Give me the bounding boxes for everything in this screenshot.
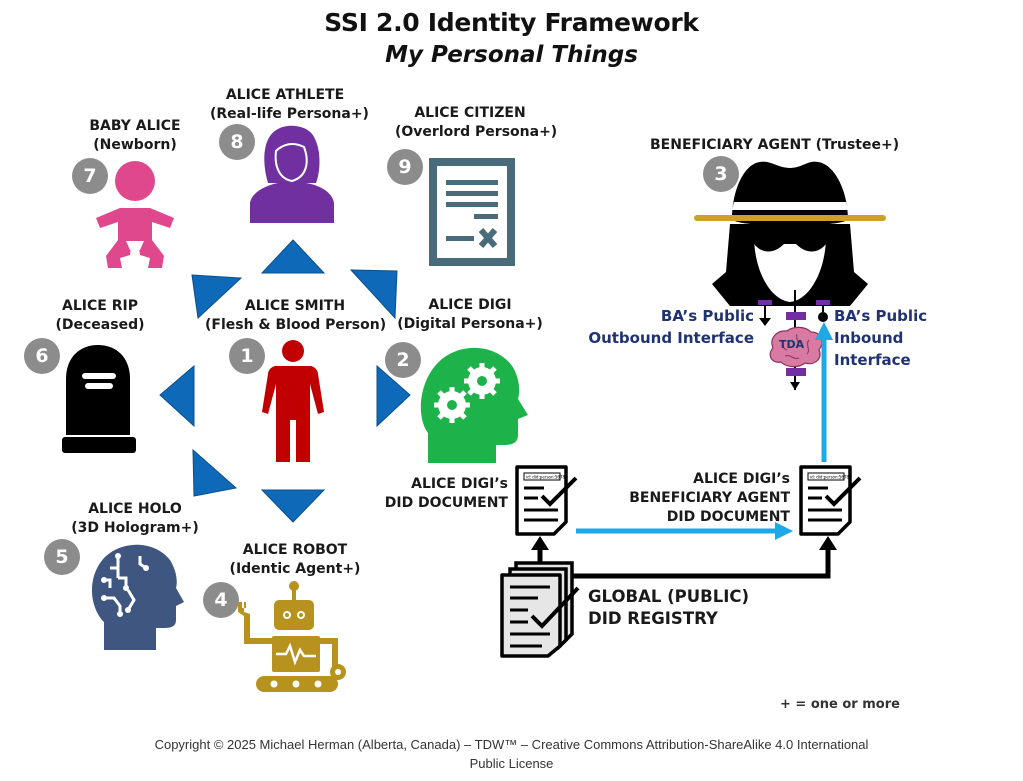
- black-arrowhead-to-digi-doc: [531, 536, 549, 550]
- certificate-icon: [429, 158, 515, 266]
- did-registry-icon[interactable]: [498, 560, 584, 658]
- persona-label-alice-citizen: ALICE CITIZEN (Overlord Persona+): [395, 104, 558, 142]
- outbound-arrow-icon: [759, 318, 771, 326]
- persona-label-baby-alice: BABY ALICE (Newborn): [70, 117, 200, 155]
- copyright-footer: Copyright © 2025 Michael Herman (Alberta…: [0, 735, 1023, 773]
- persona-label-beneficiary-agent: BENEFICIARY AGENT (Trustee+): [650, 137, 900, 153]
- tda-label: TDA: [779, 338, 805, 351]
- persona-badge-6: 6: [24, 338, 60, 374]
- did-registry-label: GLOBAL (PUBLIC) DID REGISTRY: [588, 586, 749, 630]
- diagram-title: SSI 2.0 Identity Framework: [324, 8, 699, 37]
- persona-name: ALICE ROBOT: [242, 542, 348, 558]
- ba-doc-line2: BENEFICIARY AGENT: [629, 490, 790, 506]
- persona-subtitle: (Real-life Persona+): [210, 106, 369, 122]
- persona-subtitle: (Overlord Persona+): [395, 124, 558, 140]
- tombstone-icon: [62, 345, 136, 453]
- persona-badge-2: 2: [385, 342, 421, 378]
- connector-top: [786, 312, 806, 320]
- ba-did-document-label: ALICE DIGI’s BENEFICIARY AGENT DID DOCUM…: [600, 470, 790, 527]
- outbound-line1: BA’s Public: [660, 307, 754, 325]
- baby-icon: [96, 161, 174, 268]
- ba-doc-line1: ALICE DIGI’s: [693, 471, 790, 487]
- persona-label-alice-rip: ALICE RIP (Deceased): [40, 297, 160, 335]
- head-circuit-icon: [91, 544, 184, 650]
- registry-line2: DID REGISTRY: [588, 609, 718, 628]
- copyright-line1: Copyright © 2025 Michael Herman (Alberta…: [154, 737, 869, 752]
- registry-line1: GLOBAL (PUBLIC): [588, 587, 750, 606]
- diagram-subtitle: My Personal Things: [385, 42, 638, 68]
- persona-subtitle: (Deceased): [55, 317, 145, 333]
- persona-name: ALICE ATHLETE: [225, 87, 345, 103]
- persona-badge-4: 4: [203, 582, 239, 618]
- digi-did-document-label: ALICE DIGI’s DID DOCUMENT: [380, 475, 508, 513]
- persona-badge-9: 9: [387, 149, 423, 185]
- digi-doc-line2: DID DOCUMENT: [384, 495, 508, 511]
- persona-name: ALICE CITIZEN: [414, 105, 526, 121]
- head-gears-icon: [420, 347, 528, 463]
- doc-id-text: id: did:person:5678: [526, 475, 566, 480]
- persona-name: BABY ALICE: [89, 118, 181, 134]
- outbound-line2: Outbound Interface: [588, 329, 754, 347]
- persona-name: ALICE HOLO: [88, 501, 182, 517]
- arrow-up-to-athlete: [260, 239, 326, 274]
- black-arrowhead-to-ba-doc: [819, 536, 837, 550]
- arrow-down-to-robot: [260, 489, 326, 523]
- inbound-socket-icon: [818, 312, 828, 322]
- inbound-line2: Inbound: [834, 329, 904, 347]
- persona-label-alice-robot: ALICE ROBOT (Identic Agent+): [225, 541, 365, 579]
- person-icon: [262, 340, 324, 462]
- persona-badge-8: 8: [219, 124, 255, 160]
- persona-subtitle: (3D Hologram+): [71, 520, 199, 536]
- connector-bottom: [786, 368, 806, 376]
- persona-badge-5: 5: [44, 539, 80, 575]
- robot-icon: [238, 581, 346, 692]
- persona-badge-7: 7: [72, 158, 108, 194]
- persona-badge-3: 3: [703, 156, 739, 192]
- persona-subtitle: (Flesh & Blood Person): [205, 317, 387, 333]
- persona-label-alice-holo: ALICE HOLO (3D Hologram+): [65, 500, 205, 538]
- inbound-line1: BA’s Public: [834, 307, 928, 325]
- persona-subtitle: (Newborn): [93, 137, 177, 153]
- persona-subtitle: (Digital Persona+): [397, 316, 543, 332]
- agent-interfaces: [758, 290, 830, 390]
- digi-doc-line1: ALICE DIGI’s: [411, 476, 508, 492]
- copyright-line2: Public License: [469, 756, 554, 771]
- tda-brain-icon: [769, 326, 823, 368]
- persona-name: ALICE SMITH: [244, 298, 346, 314]
- persona-name: ALICE RIP: [62, 298, 138, 314]
- persona-subtitle: (Identic Agent+): [229, 561, 361, 577]
- inbound-line3: Interface: [834, 351, 911, 369]
- inbound-interface-label: BA’s Public Inbound Interface: [834, 305, 927, 371]
- digi-did-document-icon[interactable]: id: did:person:5678: [514, 464, 584, 538]
- legend-note: + = one or more: [780, 697, 900, 712]
- ba-did-document-icon[interactable]: id: did:person:5678: [798, 464, 868, 538]
- persona-label-alice-smith: ALICE SMITH (Flesh & Blood Person): [205, 297, 387, 335]
- persona-label-alice-athlete: ALICE ATHLETE (Real-life Persona+): [210, 86, 369, 124]
- persona-badge-1: 1: [229, 338, 265, 374]
- ba-doc-line3: DID DOCUMENT: [666, 509, 790, 525]
- arrow-downleft-to-holo: [192, 448, 238, 497]
- doc-id-text: id: did:person:5678: [810, 475, 850, 480]
- woman-icon: [250, 125, 334, 223]
- outbound-interface-label: BA’s Public Outbound Interface: [584, 305, 754, 349]
- persona-label-alice-digi: ALICE DIGI (Digital Persona+): [395, 296, 545, 334]
- arrow-left-to-rip: [159, 364, 195, 428]
- persona-name: ALICE DIGI: [428, 297, 512, 313]
- spy-agent-icon: [694, 161, 886, 306]
